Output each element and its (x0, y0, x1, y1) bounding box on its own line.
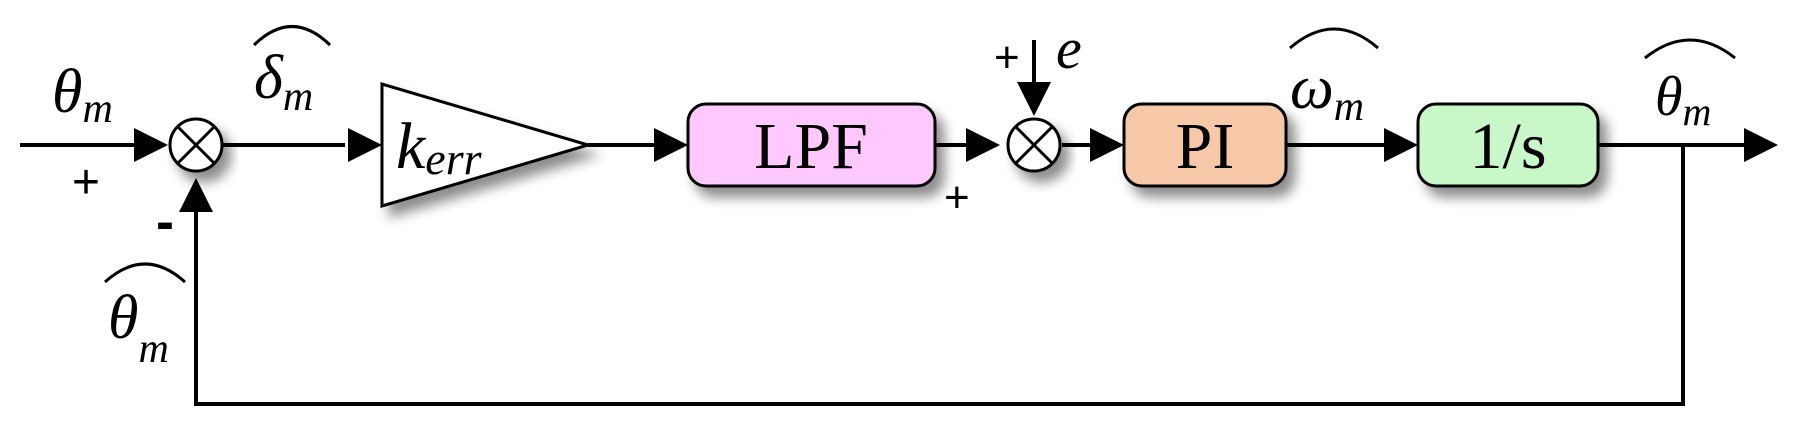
sum2-lpf-sign: + (944, 173, 970, 222)
lpf-label: LPF (754, 110, 868, 183)
disturbance-signal-label: e (1056, 16, 1082, 81)
disturbance-arrowhead (1017, 82, 1051, 116)
feedback-hat (103, 262, 187, 284)
speed-arrowhead (1384, 128, 1418, 162)
error-signal-label: δm (254, 44, 313, 120)
gain-label: kerr (396, 110, 483, 184)
sum1-input-sign: + (72, 156, 100, 209)
error-arrowhead (348, 128, 382, 162)
sum1-feedback-sign: - (156, 192, 174, 252)
error-hat (252, 25, 332, 47)
integrator-label: 1/s (1469, 110, 1546, 183)
lpf-block (686, 102, 937, 188)
output-hat (1644, 38, 1736, 60)
feedback-signal-label: θm (108, 284, 169, 372)
feedback-wire (194, 145, 1685, 406)
sum2-disturbance-sign: + (994, 33, 1020, 82)
integrator-block (1416, 102, 1600, 188)
summing-junction-1 (168, 117, 224, 173)
speed-hat (1289, 27, 1379, 50)
output-signal-label: θm (1655, 66, 1711, 134)
speed-signal-label: ωm (1290, 54, 1364, 130)
lpf-out-arrowhead (966, 128, 1000, 162)
output-arrowhead (1744, 128, 1778, 162)
pi-label: PI (1176, 110, 1235, 183)
summing-junction-2 (1006, 117, 1062, 173)
pi-block (1122, 102, 1288, 188)
feedback-arrowhead (179, 178, 213, 212)
input-arrowhead (134, 128, 168, 162)
gain-block (380, 81, 594, 209)
input-signal-label: θm (52, 58, 113, 132)
sum2-out-arrowhead (1090, 128, 1124, 162)
gain-out-arrowhead (654, 128, 688, 162)
